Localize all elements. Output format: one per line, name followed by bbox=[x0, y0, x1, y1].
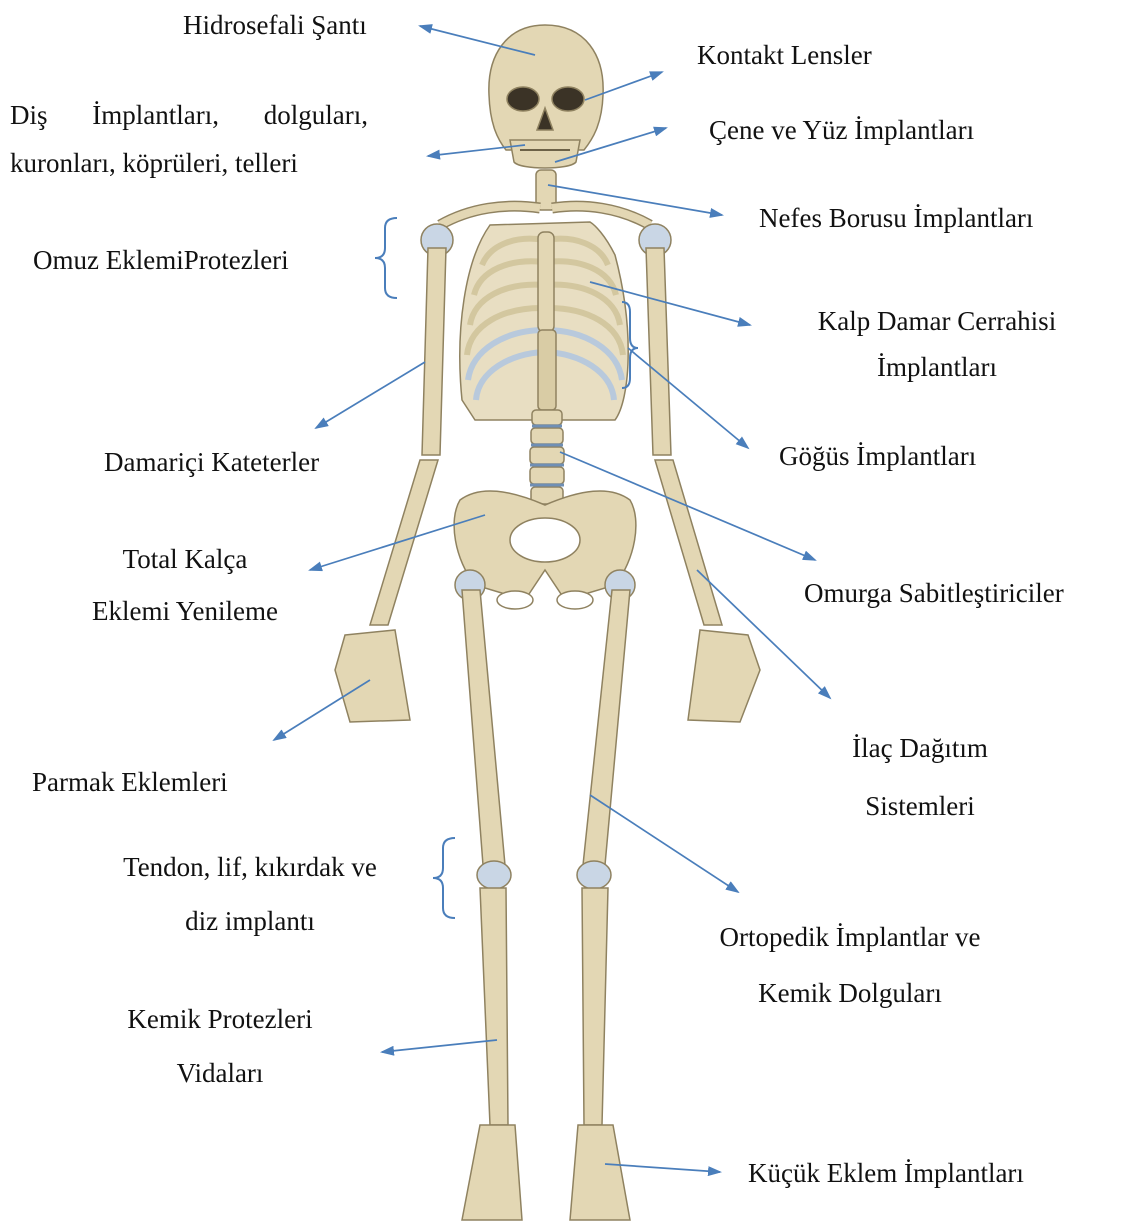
forearm-right bbox=[655, 460, 722, 625]
hand-right bbox=[688, 630, 760, 722]
label-small-joint-text: Küçük Eklem İmplantları bbox=[748, 1150, 1024, 1196]
eye-socket-right bbox=[552, 87, 584, 111]
arrow-ortho bbox=[590, 795, 738, 892]
label-catheter-text: Damariçi Kateterler bbox=[104, 439, 319, 485]
hand-left bbox=[335, 630, 410, 722]
label-breast: Göğüs İmplantları bbox=[779, 433, 976, 479]
knee-right bbox=[577, 861, 611, 889]
label-bone-line2: Vidaları bbox=[90, 1050, 350, 1096]
tendon-brace bbox=[433, 838, 455, 918]
skull bbox=[489, 25, 603, 150]
label-spine: Omurga Sabitleştiriciler bbox=[804, 570, 1064, 616]
label-ortho-line1: Ortopedik İmplantlar ve bbox=[680, 914, 1020, 960]
label-finger-text: Parmak Eklemleri bbox=[32, 759, 228, 805]
label-hip: Total Kalça Eklemi Yenileme bbox=[40, 536, 330, 634]
label-drug-line1: İlaç Dağıtım bbox=[810, 725, 1030, 771]
shoulder-brace bbox=[375, 218, 397, 298]
label-ortho: Ortopedik İmplantlar ve Kemik Dolguları bbox=[680, 914, 1020, 1016]
thoracic-spine bbox=[538, 330, 556, 410]
label-hip-line2: Eklemi Yenileme bbox=[40, 588, 330, 634]
arrow-catheter bbox=[316, 362, 425, 428]
foot-right bbox=[570, 1125, 630, 1220]
label-tendon-line1: Tendon, lif, kıkırdak ve bbox=[90, 844, 410, 890]
label-tendon-line2: diz implantı bbox=[90, 898, 410, 944]
forearm-left bbox=[370, 460, 438, 625]
label-ortho-line2: Kemik Dolguları bbox=[680, 970, 1020, 1016]
femur-left bbox=[462, 590, 505, 865]
eye-socket-left bbox=[507, 87, 539, 111]
label-dental-line2: kuronları, köprüleri, telleri bbox=[10, 140, 398, 186]
arrow-small-joint bbox=[605, 1164, 720, 1172]
label-trachea: Nefes Borusu İmplantları bbox=[759, 195, 1033, 241]
arrow-bone bbox=[382, 1040, 497, 1052]
label-shoulder: Omuz EklemiProtezleri bbox=[33, 237, 289, 283]
label-bone: Kemik Protezleri Vidaları bbox=[90, 996, 350, 1096]
label-small-joint: Küçük Eklem İmplantları bbox=[748, 1150, 1024, 1196]
label-cardio: Kalp Damar Cerrahisi İmplantları bbox=[782, 298, 1092, 390]
label-finger: Parmak Eklemleri bbox=[32, 759, 228, 805]
humerus-right bbox=[646, 248, 671, 455]
label-dental: Diş İmplantları, dolguları, kuronları, k… bbox=[10, 92, 398, 186]
label-bone-line1: Kemik Protezleri bbox=[90, 996, 350, 1042]
label-hydrocephalus-text: Hidrosefali Şantı bbox=[183, 2, 367, 48]
label-shoulder-text: Omuz EklemiProtezleri bbox=[33, 237, 289, 283]
label-tendon: Tendon, lif, kıkırdak ve diz implantı bbox=[90, 844, 410, 944]
mandible bbox=[510, 140, 580, 168]
tibia-left bbox=[480, 888, 508, 1125]
sternum bbox=[538, 232, 554, 332]
femur-right bbox=[583, 590, 630, 865]
label-jaw-face: Çene ve Yüz İmplantları bbox=[709, 107, 974, 153]
pelvic-opening bbox=[510, 518, 580, 562]
label-drug: İlaç Dağıtım Sistemleri bbox=[810, 725, 1030, 829]
label-dental-line1: Diş İmplantları, dolguları, bbox=[10, 92, 398, 138]
label-jaw-face-text: Çene ve Yüz İmplantları bbox=[709, 107, 974, 153]
label-breast-text: Göğüs İmplantları bbox=[779, 433, 976, 479]
label-drug-line2: Sistemleri bbox=[810, 783, 1030, 829]
arrow-breast bbox=[628, 348, 748, 448]
tibia-right bbox=[582, 888, 608, 1125]
lumbar-spine bbox=[530, 410, 564, 504]
label-catheter: Damariçi Kateterler bbox=[104, 439, 319, 485]
label-hip-line1: Total Kalça bbox=[40, 536, 330, 582]
label-cardio-line2: İmplantları bbox=[782, 344, 1092, 390]
knee-left bbox=[477, 861, 511, 889]
foot-left bbox=[462, 1125, 522, 1220]
humerus-left bbox=[422, 248, 446, 455]
label-hydrocephalus: Hidrosefali Şantı bbox=[183, 2, 367, 48]
label-spine-text: Omurga Sabitleştiriciler bbox=[804, 570, 1064, 616]
label-contact-lens: Kontakt Lensler bbox=[697, 32, 872, 78]
label-contact-lens-text: Kontakt Lensler bbox=[697, 32, 872, 78]
label-trachea-text: Nefes Borusu İmplantları bbox=[759, 195, 1033, 241]
label-cardio-line1: Kalp Damar Cerrahisi bbox=[782, 298, 1092, 344]
